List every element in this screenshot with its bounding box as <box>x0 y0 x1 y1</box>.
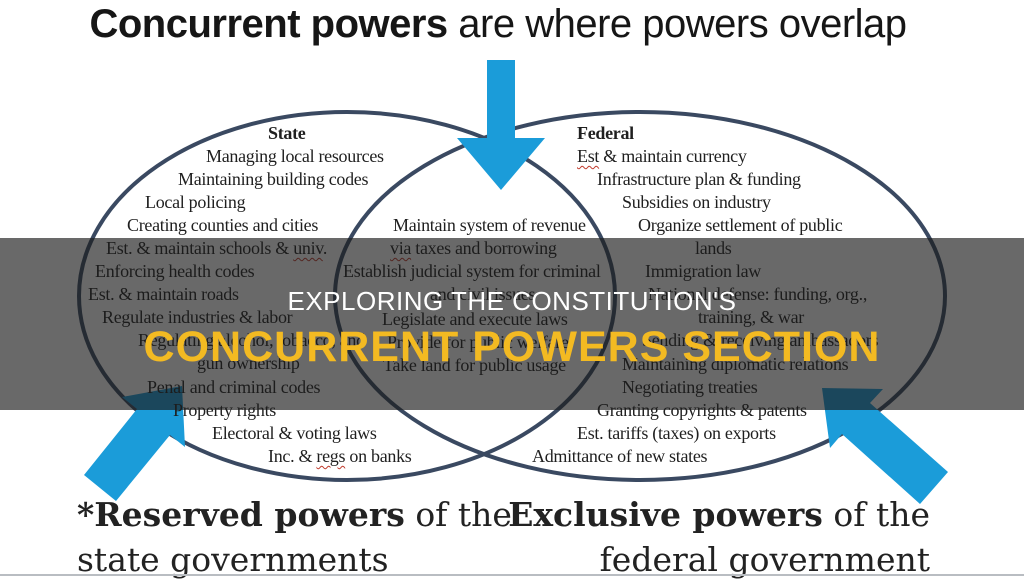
up-right-arrow-icon <box>84 386 185 501</box>
venn-item-federal: Federal <box>577 123 634 143</box>
down-arrow-icon <box>457 60 545 190</box>
main-title: Concurrent powers are where powers overl… <box>0 2 1010 47</box>
overlay-band: EXPLORING THE CONSTITUTION'S CONCURRENT … <box>0 238 1024 410</box>
up-left-arrow-icon <box>822 388 948 504</box>
venn-item-shared: Maintain system of revenue <box>393 215 586 235</box>
exclusive-powers-line2: federal government <box>599 540 930 579</box>
reserved-powers-label: *Reserved powers of the state government… <box>77 492 512 582</box>
reserved-powers-line2: state governments <box>77 540 389 579</box>
exclusive-powers-rest: of the <box>822 495 930 534</box>
exclusive-powers-bold: Exclusive powers <box>508 495 823 534</box>
venn-item-federal: Est & maintain currency <box>577 146 747 166</box>
exclusive-powers-line1: Exclusive powers of the <box>508 492 930 537</box>
venn-item-state: Inc. & regs on banks <box>268 446 412 466</box>
reserved-powers-line1: *Reserved powers of the <box>77 492 512 537</box>
venn-item-state: Creating counties and cities <box>127 215 319 235</box>
venn-item-state: Electoral & voting laws <box>212 423 377 443</box>
reserved-powers-rest: of the <box>404 495 512 534</box>
exclusive-powers-label: Exclusive powers of the federal governme… <box>508 492 930 582</box>
venn-item-state: State <box>268 123 306 143</box>
venn-item-state: Managing local resources <box>206 146 384 166</box>
venn-item-federal: Est. tariffs (taxes) on exports <box>577 423 776 443</box>
overlay-title-line1: EXPLORING THE CONSTITUTION'S <box>287 286 737 316</box>
venn-item-federal: Admittance of new states <box>532 446 708 466</box>
bottom-divider <box>0 574 1024 576</box>
venn-item-state: Maintaining building codes <box>178 169 369 189</box>
main-title-rest: are where powers overlap <box>447 2 907 46</box>
spellcheck-underline: regs <box>316 446 346 466</box>
venn-item-federal: Subsidies on industry <box>622 192 771 212</box>
overlay-title-line2: CONCURRENT POWERS SECTION <box>143 323 881 371</box>
spellcheck-underline: Est <box>577 146 600 166</box>
reserved-powers-bold: *Reserved powers <box>77 495 405 534</box>
venn-item-federal: Organize settlement of public <box>638 215 843 235</box>
main-title-bold: Concurrent powers <box>89 2 448 46</box>
venn-item-federal: Infrastructure plan & funding <box>597 169 801 189</box>
venn-item-state: Local policing <box>145 192 246 212</box>
